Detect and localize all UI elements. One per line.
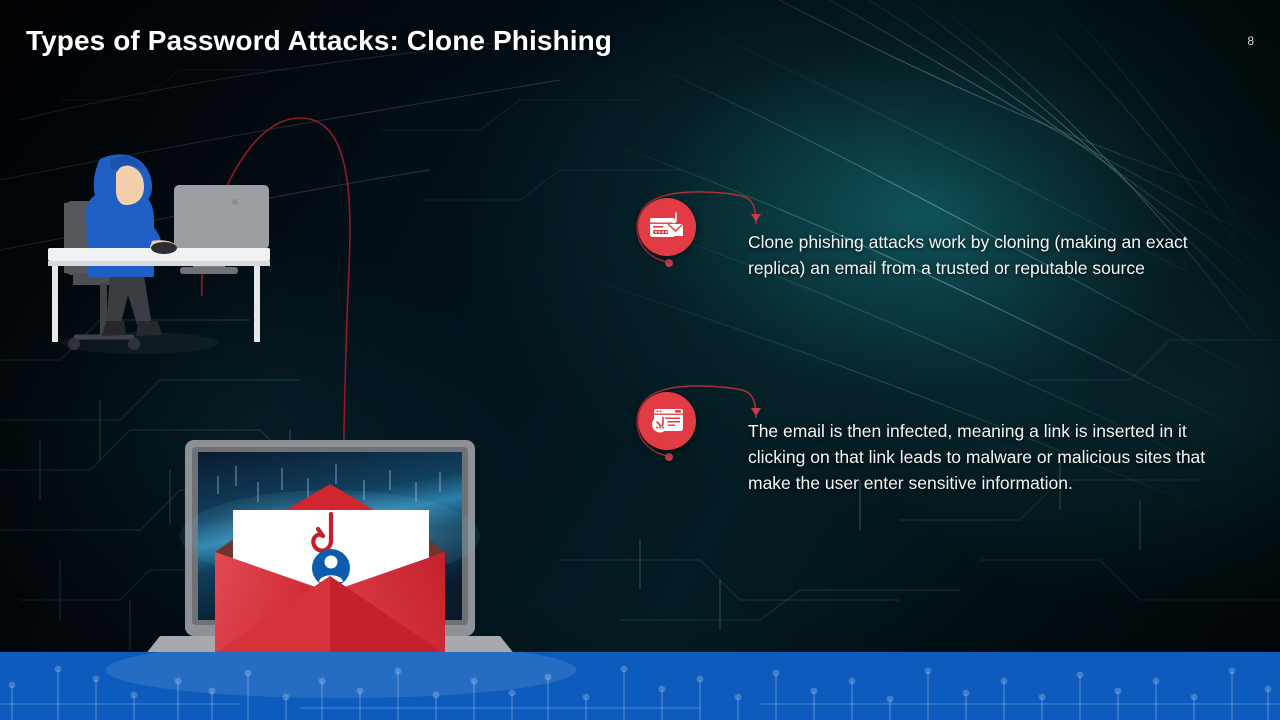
page-title: Types of Password Attacks: Clone Phishin… bbox=[26, 25, 612, 56]
email-credential-hook-icon bbox=[638, 198, 696, 256]
blue-band-circuit-traces bbox=[0, 665, 1280, 720]
hacker-at-desk-illustration bbox=[48, 154, 270, 354]
desk bbox=[48, 248, 270, 342]
phishing-envelope bbox=[215, 484, 445, 654]
bullet-1-text: Clone phishing attacks work by cloning (… bbox=[748, 232, 1188, 278]
slide-number: 8 bbox=[1247, 34, 1254, 48]
browser-link-hook-glyph bbox=[652, 409, 683, 433]
laptop-base-shadow bbox=[106, 652, 576, 698]
bottom-blue-band bbox=[0, 652, 1280, 720]
laptop-phishing-illustration bbox=[140, 440, 535, 690]
email-credential-hook-glyph bbox=[650, 212, 684, 237]
browser-link-hook-icon bbox=[638, 392, 696, 450]
bullet-2-text: The email is then infected, meaning a li… bbox=[748, 421, 1206, 493]
